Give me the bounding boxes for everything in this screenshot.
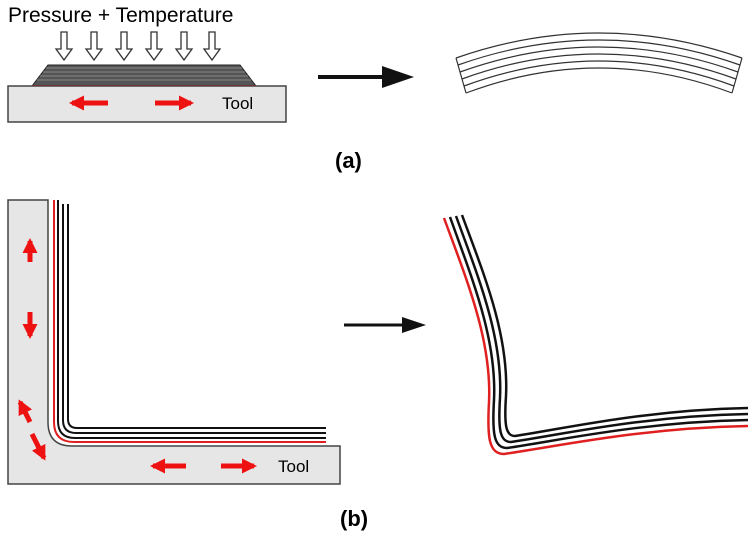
tool-corner-down-arrow — [29, 432, 47, 461]
process-arrow-b — [344, 317, 426, 333]
panel-b: Tool (b) — [7, 199, 749, 531]
process-arrow-a — [318, 66, 414, 88]
tool-label-a: Tool — [222, 94, 253, 113]
pressure-temperature-heading: Pressure + Temperature — [8, 4, 233, 27]
tool-corner-up-arrow — [17, 399, 33, 424]
pressure-arrow-icon — [202, 31, 222, 62]
pressure-arrow-icon — [54, 31, 74, 62]
spring-in-distorted-laminate — [442, 214, 749, 456]
pressure-arrow-icon — [144, 31, 164, 62]
tool-label-b: Tool — [278, 457, 309, 476]
panel-label-a: (a) — [335, 148, 362, 173]
flat-tool — [7, 85, 287, 123]
laminate-plies — [37, 67, 251, 81]
pressure-arrows — [54, 31, 222, 62]
l-shaped-laminate — [53, 200, 326, 443]
pressure-arrow-icon — [114, 31, 134, 62]
panel-a: Pressure + Temperature Tool — [7, 4, 743, 173]
pressure-arrow-icon — [174, 31, 194, 62]
pressure-arrow-icon — [84, 31, 104, 62]
panel-label-b: (b) — [340, 506, 368, 531]
curved-warped-laminate — [455, 32, 743, 94]
